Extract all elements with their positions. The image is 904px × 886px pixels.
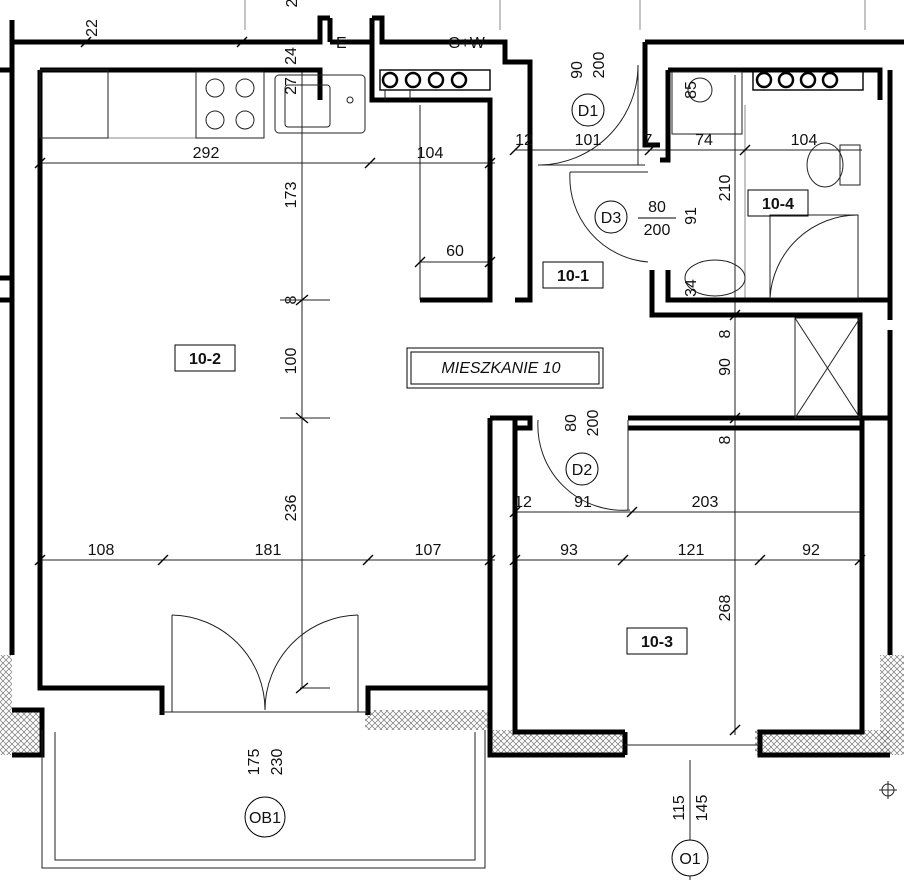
dim-74: 74 [695,132,713,149]
door-d3-width: 80 [648,199,666,216]
dim-101: 101 [575,132,602,149]
door-swings [162,64,760,746]
dim-173: 173 [283,182,300,209]
dim-104-bath: 104 [791,132,818,149]
dim-2: 2 [284,0,301,7]
door-d2-label: D2 [572,462,593,479]
door-d1-width: 90 [569,61,586,79]
dim-12-bottom: 12 [514,494,532,511]
shaft [794,317,861,419]
dim-100: 100 [283,348,300,375]
dim-93: 93 [560,542,578,559]
exterior-insulation [0,655,904,755]
dim-292: 292 [193,145,220,162]
dim-104-kitchen: 104 [417,145,444,162]
dim-203: 203 [692,494,719,511]
dim-8-left: 8 [283,295,300,304]
balcony [41,730,486,869]
opening-o1-b: 145 [694,795,711,822]
dim-121: 121 [678,542,705,559]
installation-labels: E G+W [336,35,486,52]
opening-ob1-a: 175 [246,749,263,776]
kitchen-fixtures [39,69,366,139]
dim-181: 181 [255,542,282,559]
opening-o1-label: O1 [679,851,700,868]
dim-60: 60 [446,243,464,260]
walls [0,15,904,758]
installation-e: E [336,35,347,52]
room-10-3-label: 10-3 [641,634,673,651]
dim-108: 108 [88,542,115,559]
dim-91-d3: 91 [683,207,700,225]
dim-7: 7 [644,132,653,149]
dimension-labels: 22 2 24 27 292 104 173 60 8 100 236 108 … [84,0,820,621]
dim-8-shaft-top: 8 [717,329,734,338]
room-10-1-label: 10-1 [557,268,589,285]
door-d3-label: D3 [601,210,622,227]
door-d2-height: 200 [585,410,602,437]
dim-92: 92 [802,542,820,559]
room-10-4-label: 10-4 [762,196,794,213]
door-d2-width: 80 [563,414,580,432]
door-d1-label: D1 [578,103,599,120]
dim-107: 107 [415,542,442,559]
dim-22: 22 [84,19,101,37]
dim-34: 34 [683,279,700,297]
dim-12-top: 12 [515,132,533,149]
bathroom-fixtures [384,71,861,299]
dim-8-shaft-bottom: 8 [717,435,734,444]
opening-o1-a: 115 [671,795,688,821]
radiator-vents [379,69,864,91]
dimension-lines [38,0,866,880]
dim-90: 90 [717,358,734,376]
dim-91-d2: 91 [574,494,592,511]
corner-mark-icon [879,781,897,799]
apartment-name: MIESZKANIE 10 [441,360,560,377]
dim-268: 268 [717,595,734,622]
installation-gw: G+W [448,35,486,52]
room-10-2-label: 10-2 [189,351,221,368]
dim-24: 24 [283,47,300,65]
door-d3-height: 200 [644,222,671,239]
dim-85: 85 [683,81,700,99]
dim-236: 236 [283,495,300,522]
dimension-ticks [34,36,866,736]
dim-27: 27 [283,77,300,95]
room-labels: 10-2 10-1 10-3 10-4 MIESZKANIE 10 [174,189,809,655]
dim-210: 210 [717,175,734,202]
opening-ob1-label: OB1 [249,810,281,827]
door-markers: D1 90 200 D3 80 200 D2 80 200 OB1 175 23… [244,52,711,877]
door-d1-height: 200 [591,52,608,79]
opening-ob1-b: 230 [269,749,286,776]
